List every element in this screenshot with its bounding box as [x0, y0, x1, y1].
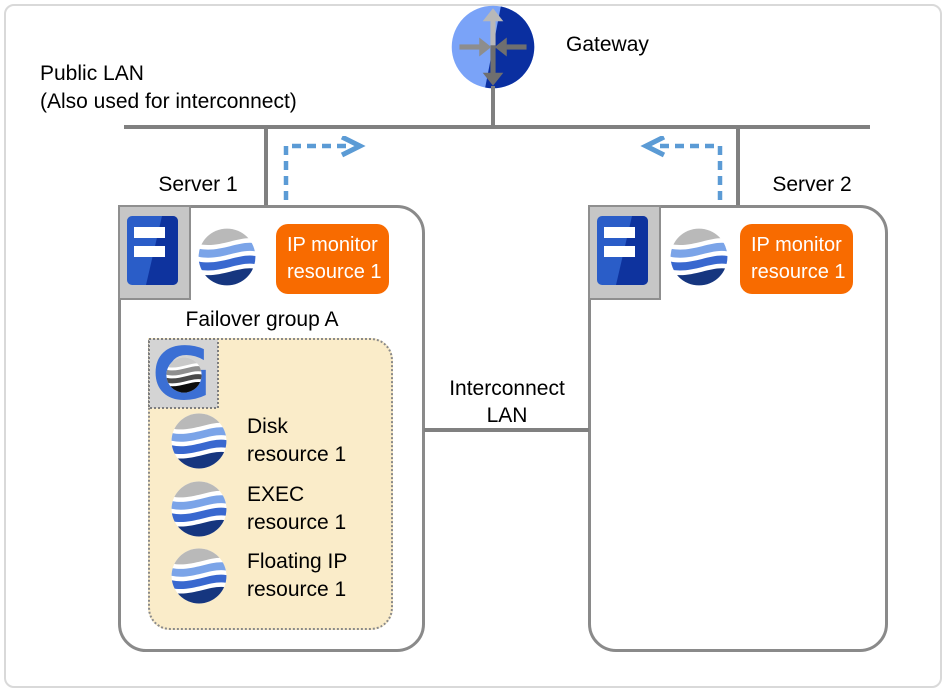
- server1-computer-icon: [118, 205, 191, 300]
- server2-ip-monitor-line1: IP monitor: [751, 234, 842, 256]
- exec-resource-line1: EXEC: [247, 483, 305, 506]
- floating-ip-resource-line2: resource 1: [247, 578, 347, 601]
- exec-resource-label: EXEC resource 1: [247, 481, 346, 537]
- floating-ip-resource-line1: Floating IP: [247, 550, 348, 573]
- gateway-router-icon: [451, 5, 535, 89]
- server2-ip-monitor-line2: resource 1: [751, 261, 846, 283]
- gateway-label: Gateway: [566, 33, 649, 56]
- server1-ip-monitor-line1: IP monitor: [287, 234, 378, 256]
- server1-label: Server 1: [158, 173, 238, 196]
- disk-resource-label: Disk resource 1: [247, 413, 346, 469]
- failover-group-icon: G: [148, 338, 219, 409]
- exec-resource-line2: resource 1: [247, 511, 347, 534]
- server2-computer-icon: [588, 205, 661, 300]
- server2-lan-connector: [736, 128, 740, 206]
- public-lan-line2: (Also used for interconnect): [40, 90, 297, 113]
- disk-resource-line2: resource 1: [247, 443, 347, 466]
- server2-resource-sphere-icon: [670, 228, 728, 286]
- floating-ip-resource-sphere-icon: [171, 548, 227, 604]
- interconnect-lan-line1: Interconnect: [449, 377, 565, 400]
- failover-group-title: Failover group A: [185, 308, 339, 331]
- public-lan-line1: Public LAN: [40, 62, 144, 85]
- server1-lan-connector: [264, 128, 268, 206]
- server1-monitor-arrow: [283, 136, 366, 200]
- server1-ip-monitor-badge: IP monitor resource 1: [276, 224, 389, 294]
- interconnect-lan-line: [424, 428, 589, 432]
- interconnect-lan-label: Interconnect LAN: [420, 375, 594, 429]
- disk-resource-line1: Disk: [247, 415, 288, 438]
- page-border: [4, 4, 942, 688]
- disk-resource-sphere-icon: [171, 413, 227, 469]
- gateway-connector-line: [491, 86, 495, 128]
- server1-resource-sphere-icon: [198, 228, 256, 286]
- interconnect-lan-line2: LAN: [486, 404, 528, 427]
- public-lan-label: Public LAN (Also used for interconnect): [40, 60, 297, 116]
- server2-label: Server 2: [772, 173, 852, 196]
- server1-ip-monitor-line2: resource 1: [287, 261, 382, 283]
- public-lan-bus-line: [124, 125, 870, 129]
- floating-ip-resource-label: Floating IP resource 1: [247, 548, 347, 604]
- exec-resource-sphere-icon: [171, 481, 227, 537]
- server2-ip-monitor-badge: IP monitor resource 1: [740, 224, 853, 294]
- server2-monitor-arrow: [640, 136, 723, 200]
